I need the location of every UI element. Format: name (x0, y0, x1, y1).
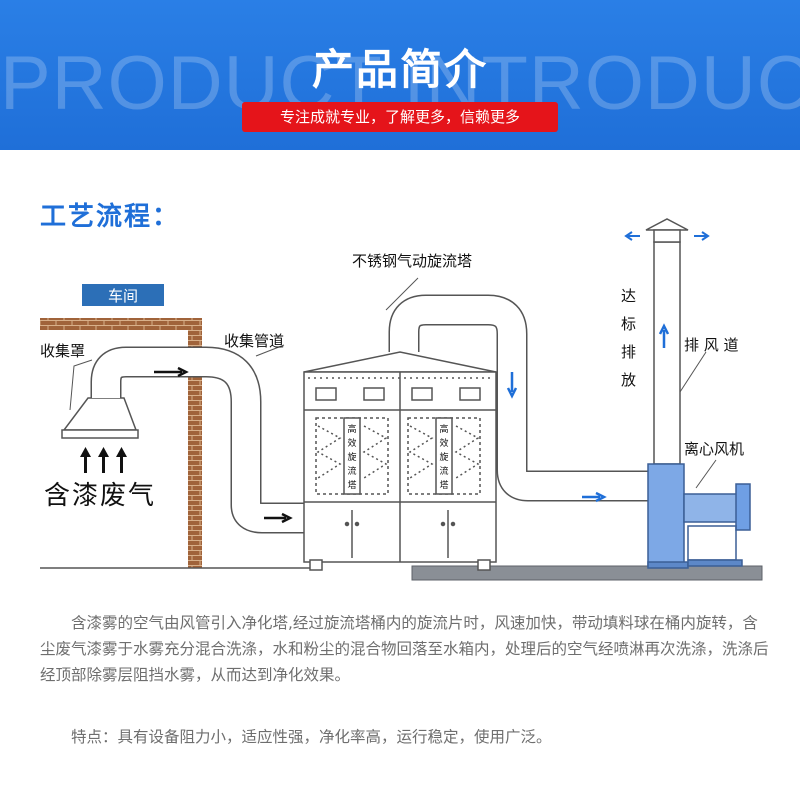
section-title: 工艺流程： (40, 202, 181, 232)
emission-label: 达标排放 (621, 287, 636, 389)
duct-label: 排 风 道 (684, 336, 739, 354)
duct-leader (679, 351, 707, 393)
tower-panel-text-right: 高效旋流塔 (439, 423, 448, 491)
slogan-badge: 专注成就专业，了解更多，信赖更多 (242, 102, 558, 132)
brick-roof (40, 318, 200, 330)
header-banner: PRODUCT INTRODUCTION 产品简介 专注成就专业，了解更多，信赖… (0, 0, 800, 150)
ground-slab (411, 565, 763, 581)
hood-label: 收集罩 (40, 342, 85, 360)
pipe-label: 收集管道 (224, 332, 284, 350)
tower-leader (385, 277, 419, 311)
up-arrows-icon (80, 447, 127, 473)
fan-leader (695, 459, 717, 489)
process-description: 含漆雾的空气由风管引入净化塔,经过旋流塔桶内的旋流片时，风速加快，带动填料球在桶… (40, 614, 769, 684)
pipe-leader (255, 344, 285, 357)
exhaust-stack (645, 218, 689, 465)
hood-leader (69, 359, 93, 411)
collection-hood (62, 397, 138, 431)
tower-panel-text-left: 高效旋流塔 (347, 423, 356, 491)
process-diagram: 车间 (40, 218, 763, 581)
brick-wall (188, 318, 202, 568)
workshop-label-box (82, 284, 164, 306)
stack-up-arrow-icon (658, 323, 670, 348)
fan-label: 离心风机 (684, 440, 744, 458)
tower-label: 不锈钢气动旋流塔 (352, 252, 472, 270)
features-text: 特点：具有设备阻力小，适应性强，净化率高，运行稳定，使用广泛。 (71, 728, 552, 746)
spray-tower (303, 351, 497, 571)
exhaust-label: 含漆废气 (44, 481, 156, 511)
centrifugal-fan (647, 463, 751, 569)
page-title: 产品简介 (311, 45, 488, 94)
workshop-label: 车间 (108, 287, 138, 305)
outlet-arrows-icon (624, 231, 710, 241)
